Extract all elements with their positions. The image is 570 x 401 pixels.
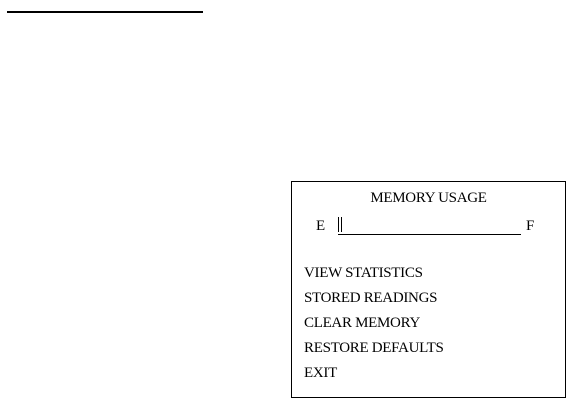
menu-item-view-statistics[interactable]: VIEW STATISTICS (304, 265, 423, 281)
menu-item-restore-defaults[interactable]: RESTORE DEFAULTS (304, 340, 444, 356)
memory-menu-panel: MEMORY USAGE E F VIEW STATISTICS STORED … (291, 181, 566, 398)
gauge-track (338, 217, 521, 235)
top-divider (7, 11, 203, 13)
memory-usage-title: MEMORY USAGE (370, 190, 487, 206)
menu-item-stored-readings[interactable]: STORED READINGS (304, 290, 438, 306)
gauge-full-label: F (526, 218, 535, 234)
gauge-empty-label: E (316, 218, 326, 234)
menu-item-clear-memory[interactable]: CLEAR MEMORY (304, 315, 420, 331)
memory-options-menu: VIEW STATISTICS STORED READINGS CLEAR ME… (304, 264, 444, 389)
menu-item-exit[interactable]: EXIT (304, 365, 337, 381)
memory-usage-gauge: E F (312, 215, 552, 237)
gauge-fill (338, 217, 342, 232)
